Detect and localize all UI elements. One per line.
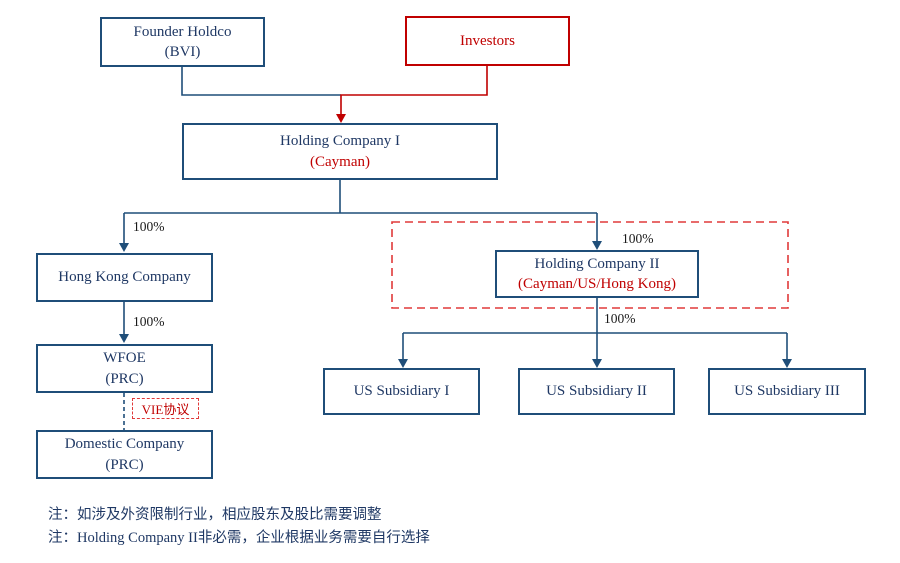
connector-investors-to-hc1 — [340, 66, 488, 115]
arrowhead-into-us1 — [398, 359, 408, 368]
node-us-subsidiary-1-label: US Subsidiary I — [353, 383, 450, 400]
ownership-label-hk-to-wfoe: 100% — [133, 314, 165, 329]
arrowhead-into-hc1 — [336, 114, 346, 123]
node-domestic-company-jurisdiction: (PRC) — [105, 456, 144, 473]
node-holding-company-2: Holding Company II (Cayman/US/Hong Kong) — [495, 250, 699, 298]
node-holding-company-1: Holding Company I (Cayman) — [182, 123, 498, 180]
node-us-subsidiary-3-label: US Subsidiary III — [734, 383, 840, 400]
node-founder-holdco-jurisdiction: (BVI) — [164, 44, 201, 60]
node-domestic-company: Domestic Company (PRC) — [36, 430, 213, 479]
node-hong-kong-company: Hong Kong Company — [36, 253, 213, 302]
node-us-subsidiary-2-label: US Subsidiary II — [546, 383, 647, 400]
node-hong-kong-company-label: Hong Kong Company — [58, 269, 191, 286]
node-founder-holdco: Founder Holdco (BVI) — [100, 17, 265, 67]
connector-founder-to-hc1 — [181, 67, 341, 96]
node-holding-company-2-label: Holding Company II — [534, 255, 660, 272]
ownership-label-hc2-to-subs: 100% — [604, 311, 636, 326]
node-domestic-company-label: Domestic Company — [64, 436, 185, 453]
node-us-subsidiary-2: US Subsidiary II — [518, 368, 675, 415]
node-wfoe-label: WFOE — [103, 350, 146, 367]
node-us-subsidiary-3: US Subsidiary III — [708, 368, 866, 415]
arrowhead-into-hk — [119, 243, 129, 252]
arrowhead-into-wfoe — [119, 334, 129, 343]
node-wfoe: WFOE (PRC) — [36, 344, 213, 393]
footnote-1: 注：如涉及外资限制行业，相应股东及股比需要调整 — [48, 507, 382, 523]
arrowhead-into-us3 — [782, 359, 792, 368]
footnote-2: 注：Holding Company II非必需，企业根据业务需要自行选择 — [48, 530, 430, 546]
node-holding-company-1-label: Holding Company I — [280, 133, 400, 150]
node-holding-company-1-jurisdiction: (Cayman) — [310, 153, 370, 170]
node-us-subsidiary-1: US Subsidiary I — [323, 368, 480, 415]
node-investors-label: Investors — [460, 32, 515, 49]
vie-agreement-tag: VIE协议 — [132, 398, 199, 419]
arrowhead-into-us2 — [592, 359, 602, 368]
ownership-label-hc1-to-hc2: 100% — [622, 231, 654, 246]
node-investors: Investors — [405, 16, 570, 66]
ownership-label-hc1-to-hk: 100% — [133, 219, 165, 234]
footnotes: 注：如涉及外资限制行业，相应股东及股比需要调整 注：Holding Compan… — [48, 504, 430, 550]
node-holding-company-2-jurisdiction: (Cayman/US/Hong Kong) — [518, 276, 676, 292]
arrowhead-into-hc2 — [592, 241, 602, 250]
node-founder-holdco-label: Founder Holdco — [133, 23, 232, 40]
node-wfoe-jurisdiction: (PRC) — [105, 370, 144, 387]
